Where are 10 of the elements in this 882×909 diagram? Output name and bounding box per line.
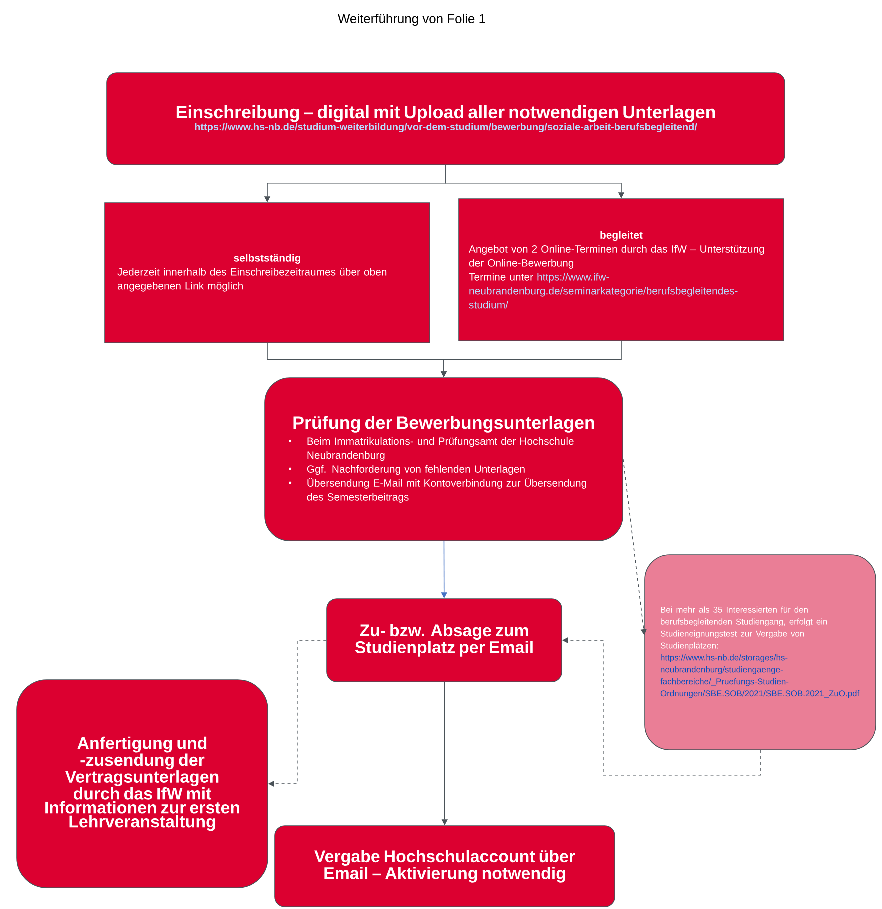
process-box: Zu- bzw. Absage zum Studienplatz per Email bbox=[326, 598, 562, 682]
arrow bbox=[623, 459, 647, 636]
process-box: Anfertigung und -zusendung der Vertragsunterlagen durch das IfW mit Informationen zur ersten Lehrveranstaltung bbox=[16, 680, 268, 888]
process-box: selbstständig Jederzeit innerhalb des Einschreibezeitraumes über oben angegebenen Link möglich bbox=[104, 202, 430, 344]
process-box: Vergabe Hochschulaccount über Email – Aktivierung notwendig bbox=[274, 826, 616, 908]
note-box: Bei mehr als 35 Interessierten für den berufsbegleitenden Studiengang, erfolgt ein Studieneignungstest zur Vergabe von Studienplätzen: https://www.hs-nb.de/storages/hs-neubrandenburg/studiengaenge-fachbereiche/_Pruefungs-Studien-Ordnungen/SBE.SOB/2021/SBE.SOB.2021_ZuO.pdf bbox=[644, 554, 876, 750]
process-box: Prüfung der Bewerbungsunterlagen Beim Immatrikulations- und Prüfungsamt der Hochschule Neubrandenburg Ggf. Nachforderung von fehlenden Unterlagen Übersendung E-Mail mit Kontoverbindung zur Übersendung des Semesterbeitrags bbox=[264, 378, 624, 542]
process-box: Einschreibung – digital mit Upload aller notwendigen Unterlagen https://www.hs-nb.de/studium-weiterbildung/vor-dem-studium/bewerbung/soziale-arbeit-berufsbegleitend/ bbox=[106, 72, 786, 166]
title: Weiterführung von Folie 1 bbox=[338, 14, 486, 26]
process-box: begleitet Angebot von 2 Online-Terminen durch das IfW – Unterstützung der Online-Bewerbung Termine unter https://www.ifw-neubrandenburg.de/seminarkategorie/berufsbegleitendes-studium/ bbox=[458, 198, 784, 342]
